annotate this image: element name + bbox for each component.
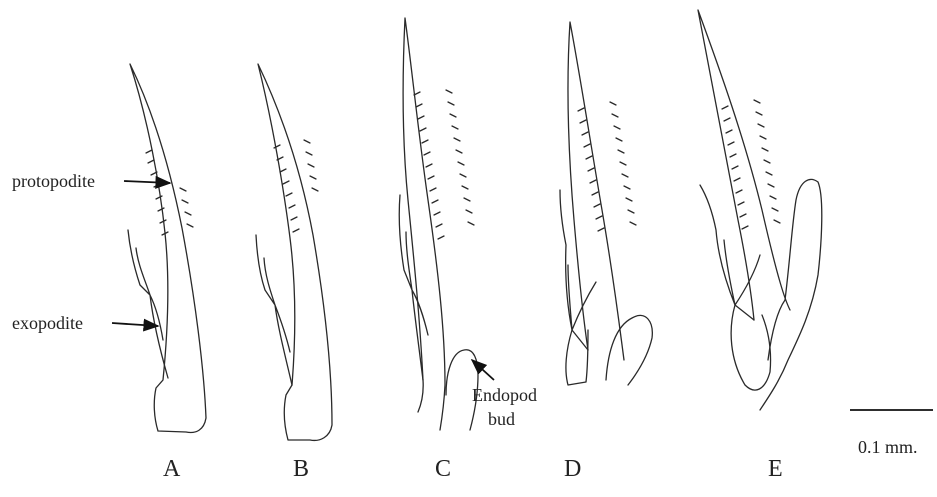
appendage-a	[128, 64, 206, 432]
exopodite-label: exopodite	[12, 314, 83, 332]
endopod-bud-arrow	[472, 360, 494, 380]
appendage-e-protopodite	[698, 10, 790, 320]
appendage-c-protopodite	[403, 18, 445, 430]
appendage-b-exopodite	[256, 235, 292, 385]
appendage-b	[256, 64, 332, 440]
scale-label: 0.1 mm.	[858, 438, 918, 456]
panel-label-b: B	[293, 457, 309, 481]
appendage-d-protopodite	[568, 22, 624, 360]
panel-label-c: C	[435, 457, 451, 481]
appendage-c-exopodite	[399, 195, 428, 380]
appendage-e	[698, 10, 822, 410]
endopod-bud-d	[606, 315, 652, 385]
panel-label-a: A	[163, 457, 180, 481]
appendage-e-setae	[722, 100, 780, 229]
exopodite-arrow	[112, 323, 158, 326]
appendage-d	[560, 22, 652, 385]
panel-label-e: E	[768, 457, 783, 481]
protopodite-label: protopodite	[12, 172, 95, 190]
appendage-b-protopodite	[258, 64, 332, 440]
appendage-a-setae	[146, 150, 193, 235]
endopod-label-line2: bud	[488, 410, 515, 428]
appendage-d-coxa	[566, 330, 588, 385]
appendage-a-exopodite	[128, 230, 168, 378]
appendage-c	[399, 18, 478, 430]
panel-label-d: D	[564, 457, 581, 481]
protopodite-arrow	[124, 181, 170, 183]
endopod-label-line1: Endopod	[472, 386, 537, 404]
appendage-b-setae	[274, 140, 318, 232]
